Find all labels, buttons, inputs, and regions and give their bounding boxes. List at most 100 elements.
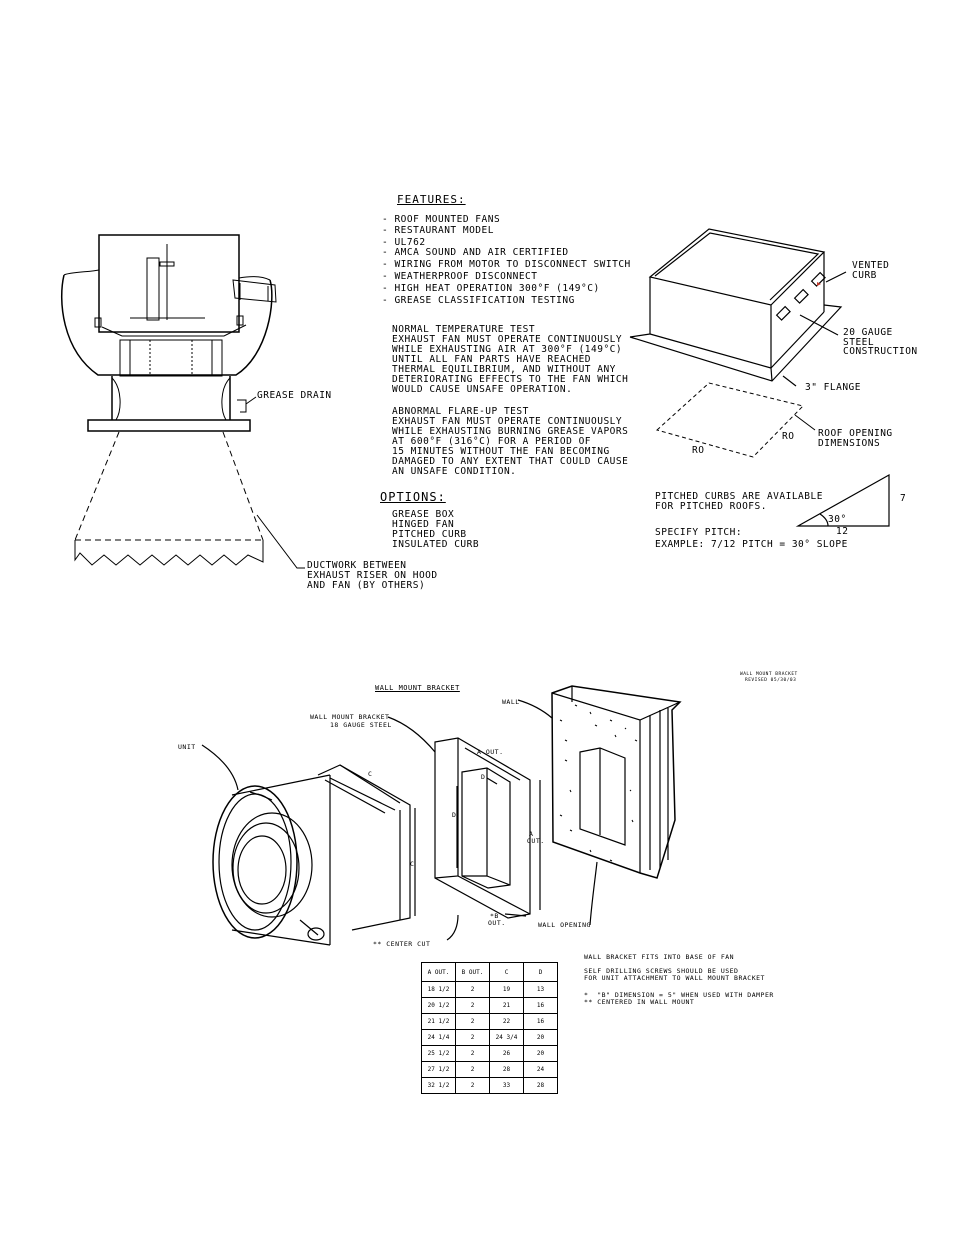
features-item: - WIRING FROM MOTOR TO DISCONNECT SWITCH xyxy=(382,259,631,270)
table-row: 32 1/2 2 33 28 xyxy=(421,1077,558,1094)
table-cell: 2 xyxy=(455,1045,490,1062)
features-item: - RESTAURANT MODEL xyxy=(382,225,494,236)
table-header-d: D xyxy=(523,962,558,982)
test-line: DETERIORATING EFFECTS TO THE FAN WHICH xyxy=(392,374,629,385)
table-cell: 2 xyxy=(455,1077,490,1094)
bracket-label-1: WALL MOUNT BRACKET xyxy=(310,713,390,721)
note-line: WALL BRACKET FITS INTO BASE OF FAN xyxy=(584,953,735,961)
test-line: UNTIL ALL FAN PARTS HAVE REACHED xyxy=(392,354,592,365)
revision-label-1: WALL MOUNT BRACKET xyxy=(740,672,798,677)
table-cell: 16 xyxy=(523,997,558,1014)
table-header-a: A OUT. xyxy=(421,962,456,982)
table-cell: 16 xyxy=(523,1013,558,1030)
table-header-b: B OUT. xyxy=(455,962,490,982)
test-line: NORMAL TEMPERATURE TEST xyxy=(392,324,536,335)
table-cell: 21 1/2 xyxy=(421,1013,456,1030)
table-row: 21 1/2 2 22 16 xyxy=(421,1013,558,1030)
note-line: SELF DRILLING SCREWS SHOULD BE USED xyxy=(584,967,739,975)
test-line: DAMAGED TO ANY EXTENT THAT COULD CAUSE xyxy=(392,456,629,467)
test-line: WHILE EXHAUSTING BURNING GREASE VAPORS xyxy=(392,426,629,437)
test-line: AN UNSAFE CONDITION. xyxy=(392,466,517,477)
table-header-c: C xyxy=(489,962,524,982)
pitch-example: EXAMPLE: 7/12 PITCH = 30° SLOPE xyxy=(655,539,848,550)
flange-label: 3" FLANGE xyxy=(805,382,861,393)
unit-label: UNIT xyxy=(178,743,196,751)
test-line: WHILE EXHAUSTING AIR AT 300°F (149°C) xyxy=(392,344,623,355)
features-heading: FEATURES: xyxy=(397,193,466,206)
table-cell: 32 1/2 xyxy=(421,1077,456,1094)
table-cell: 27 1/2 xyxy=(421,1061,456,1078)
a-out-side-1: A xyxy=(529,830,534,838)
vented-curb-label-1: VENTED xyxy=(852,260,890,271)
table-row: 24 1/4 2 24 3/4 20 xyxy=(421,1029,558,1046)
table-cell: 24 3/4 xyxy=(489,1029,524,1046)
note-line: FOR UNIT ATTACHMENT TO WALL MOUNT BRACKE… xyxy=(584,974,765,982)
table-cell: 20 xyxy=(523,1045,558,1062)
d-label-top: D xyxy=(481,773,486,781)
options-item: INSULATED CURB xyxy=(392,539,480,550)
table-cell: 24 xyxy=(523,1061,558,1078)
pitch-run-label: 12 xyxy=(836,526,849,537)
roof-opening-label-1: ROOF OPENING xyxy=(818,428,893,439)
table-cell: 20 1/2 xyxy=(421,997,456,1014)
pitch-rise-label: 7 xyxy=(900,493,907,504)
c-label-top: C xyxy=(368,770,373,778)
note-line: ** CENTERED IN WALL MOUNT xyxy=(584,998,695,1006)
wall-label: WALL xyxy=(502,698,520,706)
ro-label-right: RO xyxy=(782,431,795,442)
table-cell: 2 xyxy=(455,997,490,1014)
options-item: GREASE BOX xyxy=(392,509,455,520)
features-item: - GREASE CLASSIFICATION TESTING xyxy=(382,295,575,306)
table-cell: 2 xyxy=(455,1061,490,1078)
center-cut-label: ** CENTER CUT xyxy=(373,940,431,948)
table-cell: 2 xyxy=(455,1013,490,1030)
test-line: WOULD CAUSE UNSAFE OPERATION. xyxy=(392,384,573,395)
ductwork-label-line-2: EXHAUST RISER ON HOOD xyxy=(307,570,438,581)
gauge-label-1: 20 GAUGE xyxy=(843,327,893,338)
table-cell: 2 xyxy=(455,981,490,998)
options-heading: OPTIONS: xyxy=(380,490,446,504)
a-out-label: A OUT. xyxy=(477,748,504,756)
features-item: - HIGH HEAT OPERATION 300°F (149°C) xyxy=(382,283,600,294)
table-cell: 20 xyxy=(523,1029,558,1046)
vented-curb-label-2: CURB xyxy=(852,270,877,281)
table-cell: 2 xyxy=(455,1029,490,1046)
b-out-label-1: *B xyxy=(490,912,499,920)
ductwork-label-line-3: AND FAN (BY OTHERS) xyxy=(307,580,426,591)
test-line: EXHAUST FAN MUST OPERATE CONTINUOUSLY xyxy=(392,334,623,345)
revision-label-2: REVISED 05/30/03 xyxy=(745,678,797,683)
table-row: 25 1/2 2 26 20 xyxy=(421,1045,558,1062)
options-item: HINGED FAN xyxy=(392,519,455,530)
ro-label-bottom: RO xyxy=(692,445,705,456)
table-cell: 33 xyxy=(489,1077,524,1094)
table-cell: 26 xyxy=(489,1045,524,1062)
table-row: 18 1/2 2 19 13 xyxy=(421,981,558,998)
features-item: - UL762 xyxy=(382,237,426,248)
features-item: - AMCA SOUND AND AIR CERTIFIED xyxy=(382,247,569,258)
table-header-row: A OUT. B OUT. C D xyxy=(421,962,558,982)
test-line: 15 MINUTES WITHOUT THE FAN BECOMING xyxy=(392,446,610,457)
table-cell: 19 xyxy=(489,981,524,998)
test-line: AT 600°F (316°C) FOR A PERIOD OF xyxy=(392,436,592,447)
table-row: 27 1/2 2 28 24 xyxy=(421,1061,558,1078)
wall-opening-label: WALL OPENING xyxy=(538,921,591,929)
gauge-label-2: STEEL xyxy=(843,337,875,348)
wall-mount-title: WALL MOUNT BRACKET xyxy=(375,684,460,692)
b-out-label-2: OUT. xyxy=(488,919,506,927)
table-cell: 24 1/4 xyxy=(421,1029,456,1046)
pitch-specify: SPECIFY PITCH: xyxy=(655,527,743,538)
table-cell: 28 xyxy=(523,1077,558,1094)
note-line: * "B" DIMENSION = 5" WHEN USED WITH DAMP… xyxy=(584,991,774,999)
c-label-side: C xyxy=(410,860,415,868)
bracket-dimensions-table: A OUT. B OUT. C D 18 1/2 2 19 13 20 1/2 … xyxy=(421,962,558,1094)
table-cell: 28 xyxy=(489,1061,524,1078)
table-cell: 25 1/2 xyxy=(421,1045,456,1062)
gauge-label-3: CONSTRUCTION xyxy=(843,346,918,357)
pitch-text-1: PITCHED CURBS ARE AVAILABLE xyxy=(655,491,823,502)
table-row: 20 1/2 2 21 16 xyxy=(421,997,558,1014)
a-out-side-2: OUT. xyxy=(527,837,545,845)
test-line: ABNORMAL FLARE-UP TEST xyxy=(392,406,529,417)
